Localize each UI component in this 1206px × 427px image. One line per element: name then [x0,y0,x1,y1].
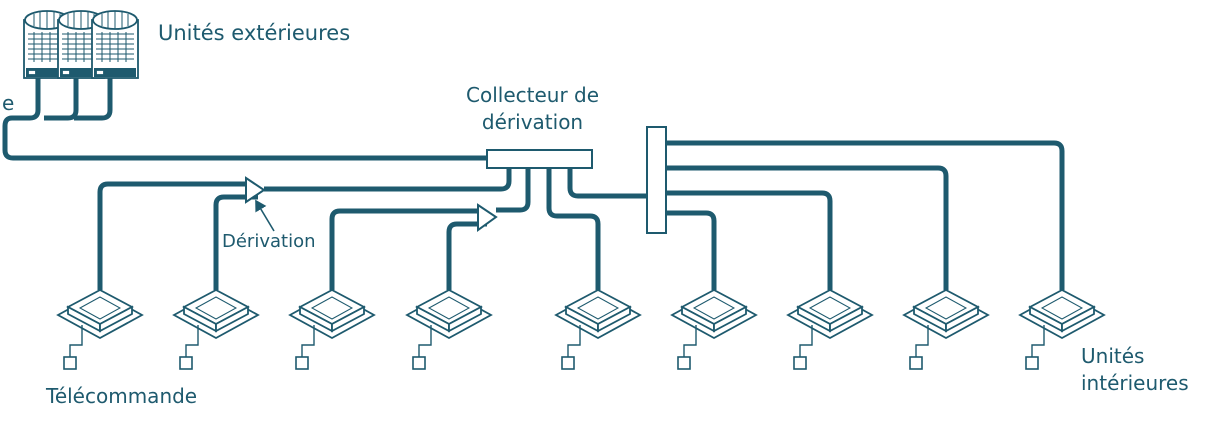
remote-control-icon [63,356,77,370]
indoor-label-line2: intérieures [1081,371,1189,395]
remote-control-icon [909,356,923,370]
remote-control-icon [561,356,575,370]
remote-wire [567,325,581,357]
remote-wire [799,325,813,357]
branch-header-icon [486,149,593,169]
edge-text-fragment: e [2,91,15,115]
remote-wire [683,325,697,357]
outdoor-units-group [23,10,139,79]
ceiling-cassette-icon [902,288,990,340]
refrigerant-piping [2,78,1065,290]
indoor-units-label: Unités intérieures [1081,343,1189,397]
outdoor-units-label: Unités extérieures [158,21,351,45]
collector-label-line1: Collecteur de [466,83,600,107]
ceiling-cassette-icon [1018,288,1106,340]
remote-control-icon [179,356,193,370]
branch-joint-icon [477,203,498,232]
remote-wire [418,325,432,357]
branch-header-icon [646,126,667,234]
remote-wire [185,325,199,357]
remote-control-icon [412,356,426,370]
branch-joint-icon [245,176,266,204]
remote-control-icon [677,356,691,370]
collector-label-line2: dérivation [481,110,584,134]
indoor-units-group [56,288,1106,370]
remote-label: Télécommande [46,384,198,408]
remote-wire [69,325,83,357]
ceiling-cassette-icon [554,288,642,340]
ceiling-cassette-icon [172,288,260,340]
remote-control-icon [1025,356,1039,370]
ceiling-cassette-icon [56,288,144,340]
ceiling-cassette-icon [670,288,758,340]
ceiling-cassette-icon [405,288,493,340]
remote-wire [915,325,929,357]
ceiling-cassette-icon [288,288,376,340]
remote-control-icon [295,356,309,370]
outdoor-unit-icon [91,10,139,79]
indoor-label-line1: Unités [1081,344,1145,368]
branch-pointer-arrow [255,199,275,232]
remote-wire [1031,325,1045,357]
collector-label: Collecteur de dérivation [466,82,599,136]
branch-label: Dérivation [222,231,316,252]
remote-wire [301,325,315,357]
ceiling-cassette-icon [786,288,874,340]
remote-control-icon [793,356,807,370]
